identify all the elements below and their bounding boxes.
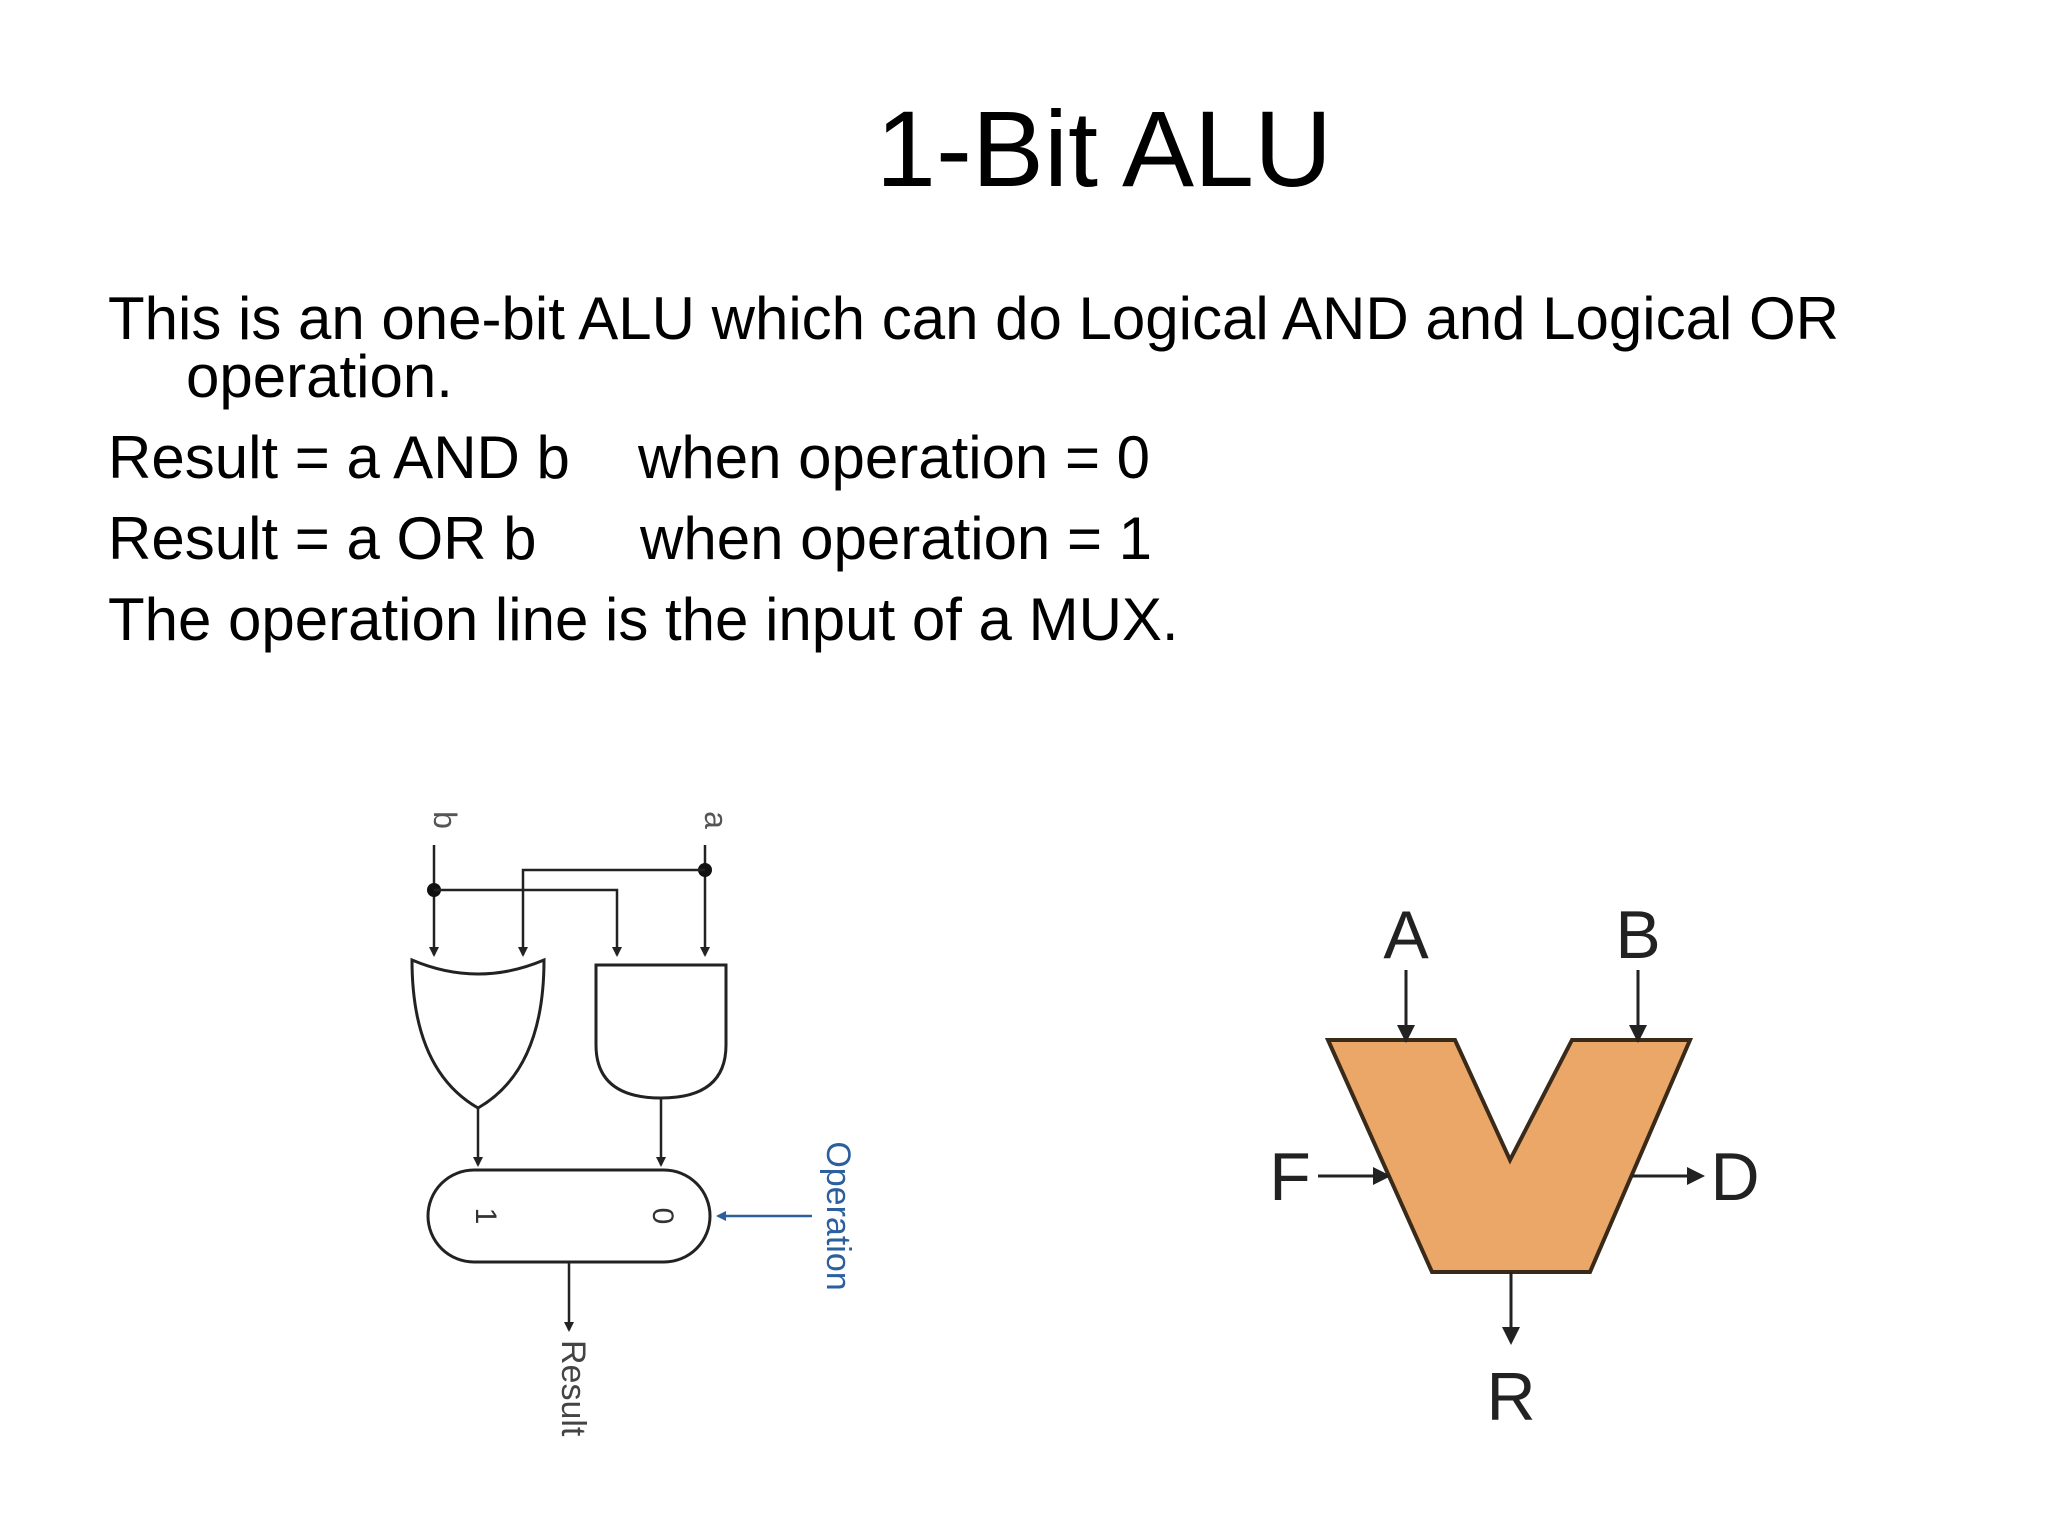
- alu-output-r-label: R: [1486, 1359, 1535, 1435]
- description-line-1: This is an one-bit ALU which can do Logi…: [108, 285, 1839, 352]
- alu-circuit-diagram: b a 1 0 Operation Result: [410, 811, 857, 1437]
- alu-symbol-diagram: A B F D R: [1269, 897, 1759, 1435]
- or-rule: Result = a OR b: [108, 505, 537, 572]
- mux-input-1-label: 1: [469, 1208, 502, 1225]
- mux-note: The operation line is the input of a MUX…: [108, 586, 1179, 653]
- wire-b-to-and: [434, 888, 622, 957]
- or-gate: [410, 957, 546, 1110]
- and-rule: Result = a AND b: [108, 424, 570, 491]
- alu-shape: [1324, 1038, 1694, 1274]
- input-b-label: b: [427, 811, 463, 829]
- result-label: Result: [554, 1340, 592, 1437]
- alu-input-f-label: F: [1269, 1139, 1311, 1215]
- description-text: This is an one-bit ALU which can do Logi…: [108, 278, 1948, 660]
- and-condition: when operation = 0: [638, 424, 1151, 491]
- alu-input-a-label: A: [1383, 897, 1429, 973]
- alu-input-b-label: B: [1615, 897, 1660, 973]
- slide-title: 1-Bit ALU: [875, 88, 1333, 209]
- alu-output-d-label: D: [1710, 1139, 1759, 1215]
- or-condition: when operation = 1: [640, 505, 1153, 572]
- wire-a-to-or: [518, 868, 705, 957]
- operation-label: Operation: [819, 1141, 857, 1290]
- input-a-label: a: [698, 811, 734, 829]
- and-gate: [594, 963, 728, 1100]
- or-rule-row: Result = a OR b when operation = 1: [108, 498, 1948, 579]
- description-line-1-continued: operation.: [186, 343, 453, 410]
- mux-input-0-label: 0: [646, 1208, 679, 1225]
- and-rule-row: Result = a AND b when operation = 0: [108, 417, 1948, 498]
